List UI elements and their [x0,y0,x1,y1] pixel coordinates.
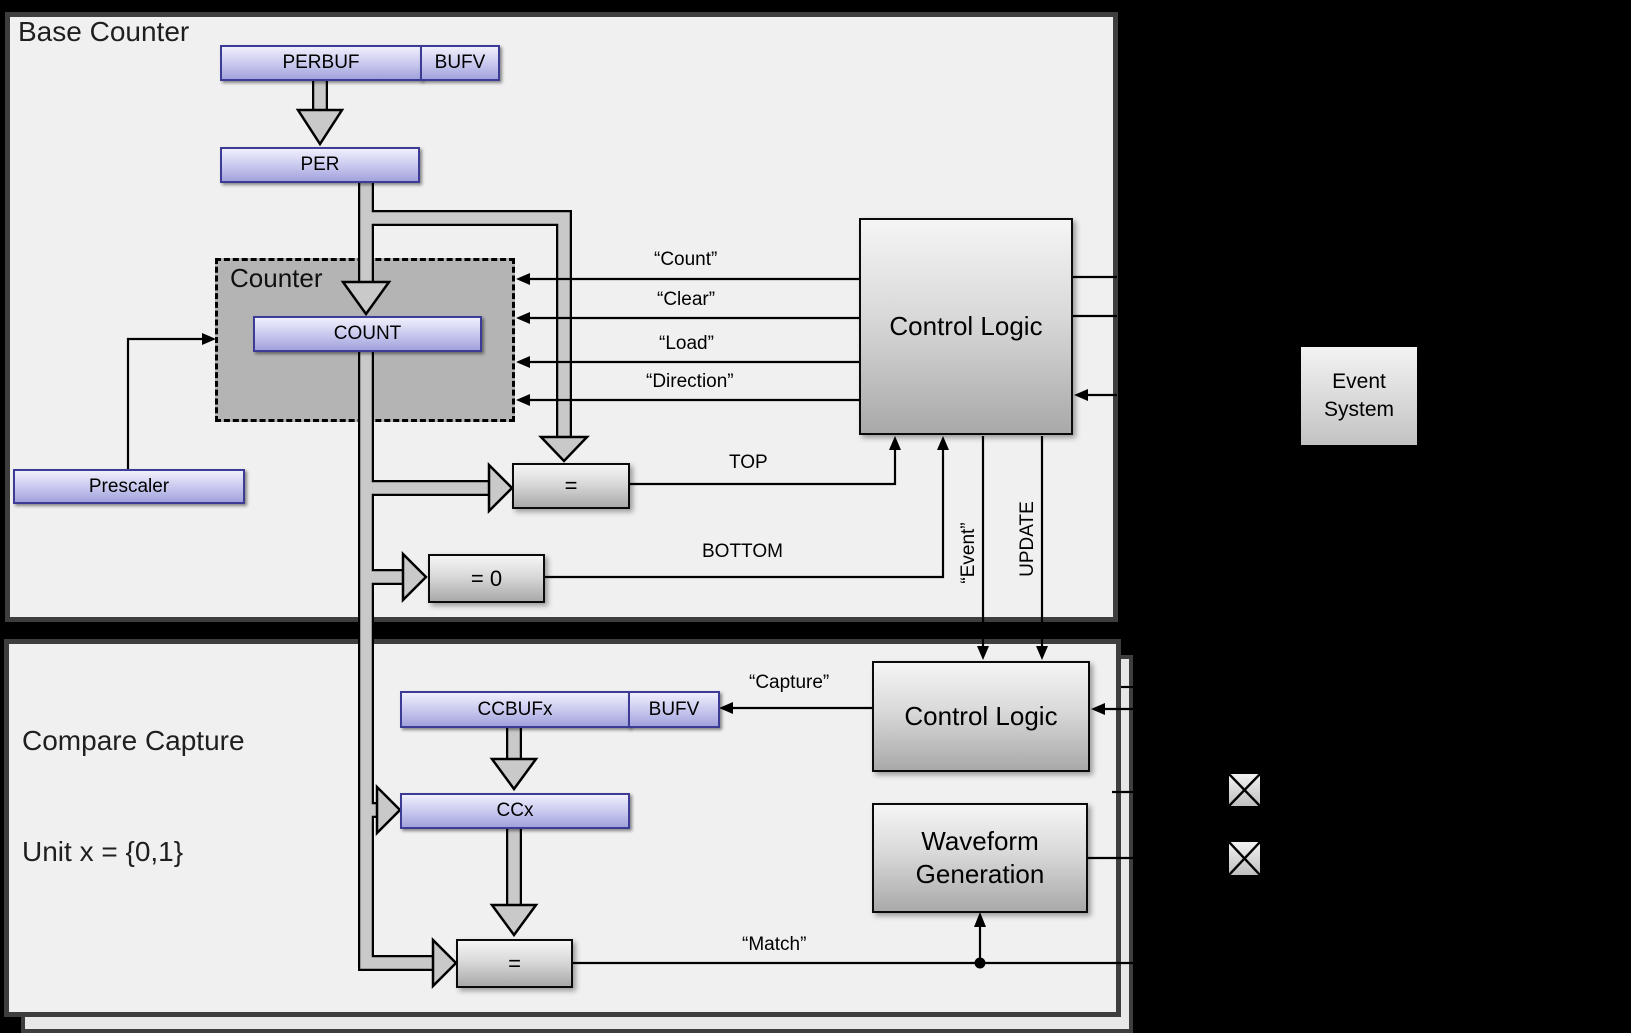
direction-signal-label: “Direction” [646,371,734,392]
compare-capture-title-line1: Compare Capture [22,725,245,756]
prescaler-block: Prescaler [13,469,245,504]
waveform-label-line2: Generation [915,859,1045,889]
clear-signal-label: “Clear” [657,289,716,310]
perbuf-register: PERBUF [220,45,422,81]
waveform-generation-block: Waveform Generation [872,803,1088,913]
signal-arrowheads [202,273,1105,927]
compare-capture-title-line2: Unit x = {0,1} [22,836,184,867]
signal-wires [126,275,1133,965]
ccbufx-bufv-flag: BUFV [628,691,720,728]
perbuf-bufv-flag: BUFV [420,45,500,81]
match-comparator-block: = [456,939,573,988]
compare-capture-title: Compare Capture Unit x = {0,1} [22,648,245,907]
count-register: COUNT [253,316,482,352]
capture-signal-label: “Capture” [749,672,830,693]
update-signal-label: UPDATE [1017,501,1038,577]
event-system-line2: System [1323,398,1394,421]
count-signal-label: “Count” [654,249,718,270]
top-signal-label: TOP [729,452,768,473]
match-junction-dot [974,957,986,969]
event-system-block: Event System [1301,347,1417,445]
cc-control-logic-block: Control Logic [872,661,1090,772]
waveform-label-line1: Waveform [921,826,1039,856]
load-signal-label: “Load” [659,333,714,354]
base-counter-title: Base Counter [18,16,190,47]
bottom-wire [545,449,945,579]
match-signal-label: “Match” [742,934,807,955]
pin-icon [1229,774,1260,806]
bottom-comparator-block: = 0 [428,554,545,603]
event-signal-label: “Event” [958,522,979,584]
bus-cores [314,80,570,969]
bottom-signal-label: BOTTOM [702,541,783,562]
top-wire [630,449,897,486]
counter-group-label: Counter [230,263,323,293]
ccx-register: CCx [400,793,630,829]
bus-arrowheads [295,108,590,990]
event-system-line1: Event [1332,370,1386,393]
prescaler-wire [126,337,203,470]
ccbufx-register: CCBUFx [400,691,630,728]
top-comparator-block: = [512,463,630,509]
pin-icon [1229,842,1260,875]
base-control-logic-block: Control Logic [859,218,1073,435]
per-register: PER [220,147,420,183]
